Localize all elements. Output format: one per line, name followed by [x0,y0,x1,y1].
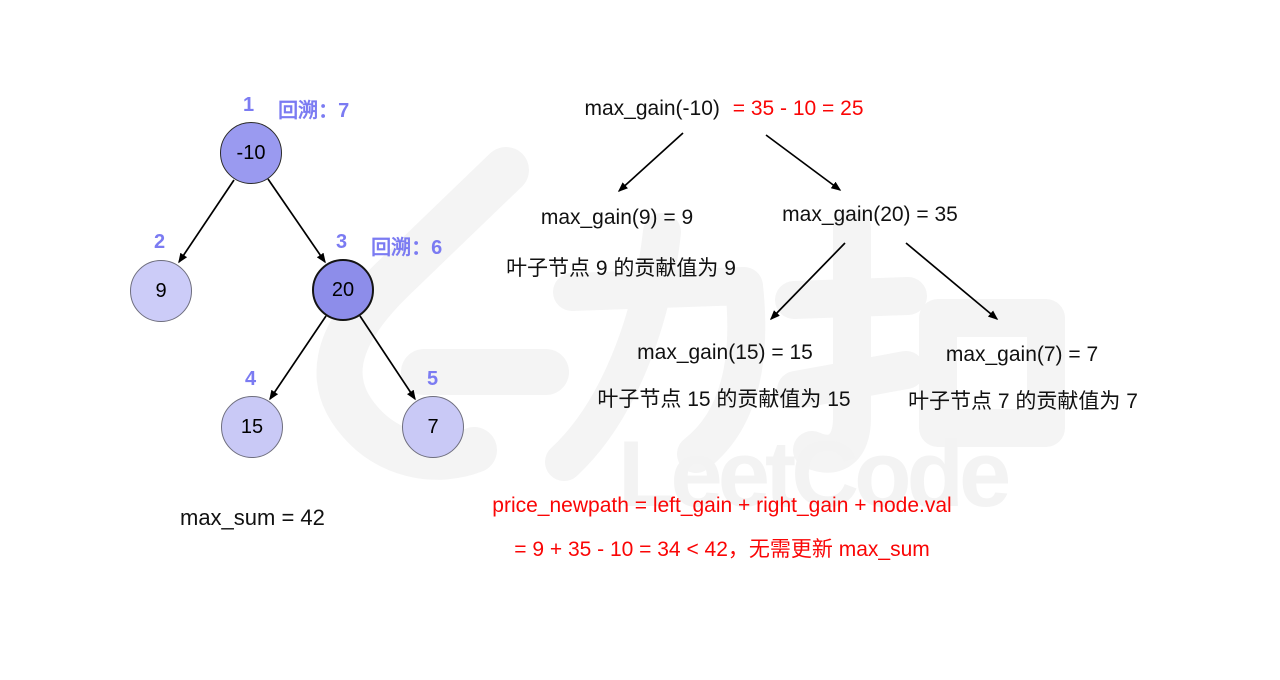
tree-node-9: 9 [130,260,192,322]
tree-node-15: 15 [221,396,283,458]
recursion-arrow-root-to-9 [617,132,684,193]
recursion-arrow-root-to-20 [765,134,842,191]
tree-node-7: 7 [402,396,464,458]
max-sum-label: max_sum = 42 [180,505,325,530]
tree-edge-root-to-20 [267,178,326,264]
visit-label-2: 2 [154,231,165,254]
tree-node-root: -10 [220,122,282,184]
formula-max-gain-7: max_gain(7) = 7 [945,343,1099,366]
tree-edge-20-to-15 [269,315,327,401]
recursion-arrow-20-to-15 [769,242,846,321]
recursion-arrow-20-to-7 [905,242,999,320]
formula-max-gain-20: max_gain(20) = 35 [782,203,958,226]
visit-label-4: 4 [245,368,256,391]
visit-label-1: 1 回溯：7 [243,94,349,123]
note-leaf-7: 叶子节点 7 的贡献值为 7 [908,390,1138,413]
tree-node-value: 15 [240,415,264,438]
watermark-brand-text: LeetCode [618,421,1011,526]
tree-node-value: 9 [155,279,167,302]
note-leaf-9: 叶子节点 9 的贡献值为 9 [506,257,736,280]
backtrack-label: 回溯：6 [371,237,443,259]
tree-node-20: 20 [312,259,374,321]
conclusion-line-2: = 9 + 35 - 10 = 34 < 42，无需更新 max_sum [514,538,930,561]
formula-max-gain-9: max_gain(9) = 9 [540,206,694,229]
tree-node-value: 20 [331,278,355,301]
formula-red-part: = 35 - 10 = 25 [732,97,864,120]
tree-node-value: 7 [427,415,439,438]
note-leaf-15: 叶子节点 15 的贡献值为 15 [597,388,851,411]
visit-label-5: 5 [427,368,438,391]
tree-edge-20-to-7 [359,315,416,401]
visit-order-number: 5 [427,368,439,390]
formula-max-gain-root: max_gain(-10) = 35 - 10 = 25 [584,97,863,121]
tree-edge-root-to-9 [178,179,235,264]
formula-max-gain-15: max_gain(15) = 15 [637,341,813,364]
visit-order-number: 3 [336,231,348,253]
backtrack-label: 回溯：7 [278,100,350,122]
visit-order-number: 2 [154,231,166,253]
visit-order-number: 4 [245,368,257,390]
watermark-hanzi [545,209,1065,481]
tree-node-value: -10 [236,141,266,164]
visit-label-3: 3 回溯：6 [336,231,442,260]
conclusion-line-1: price_newpath = left_gain + right_gain +… [492,494,952,517]
formula-black-part: max_gain(-10) [584,97,720,120]
visit-order-number: 1 [243,94,255,116]
